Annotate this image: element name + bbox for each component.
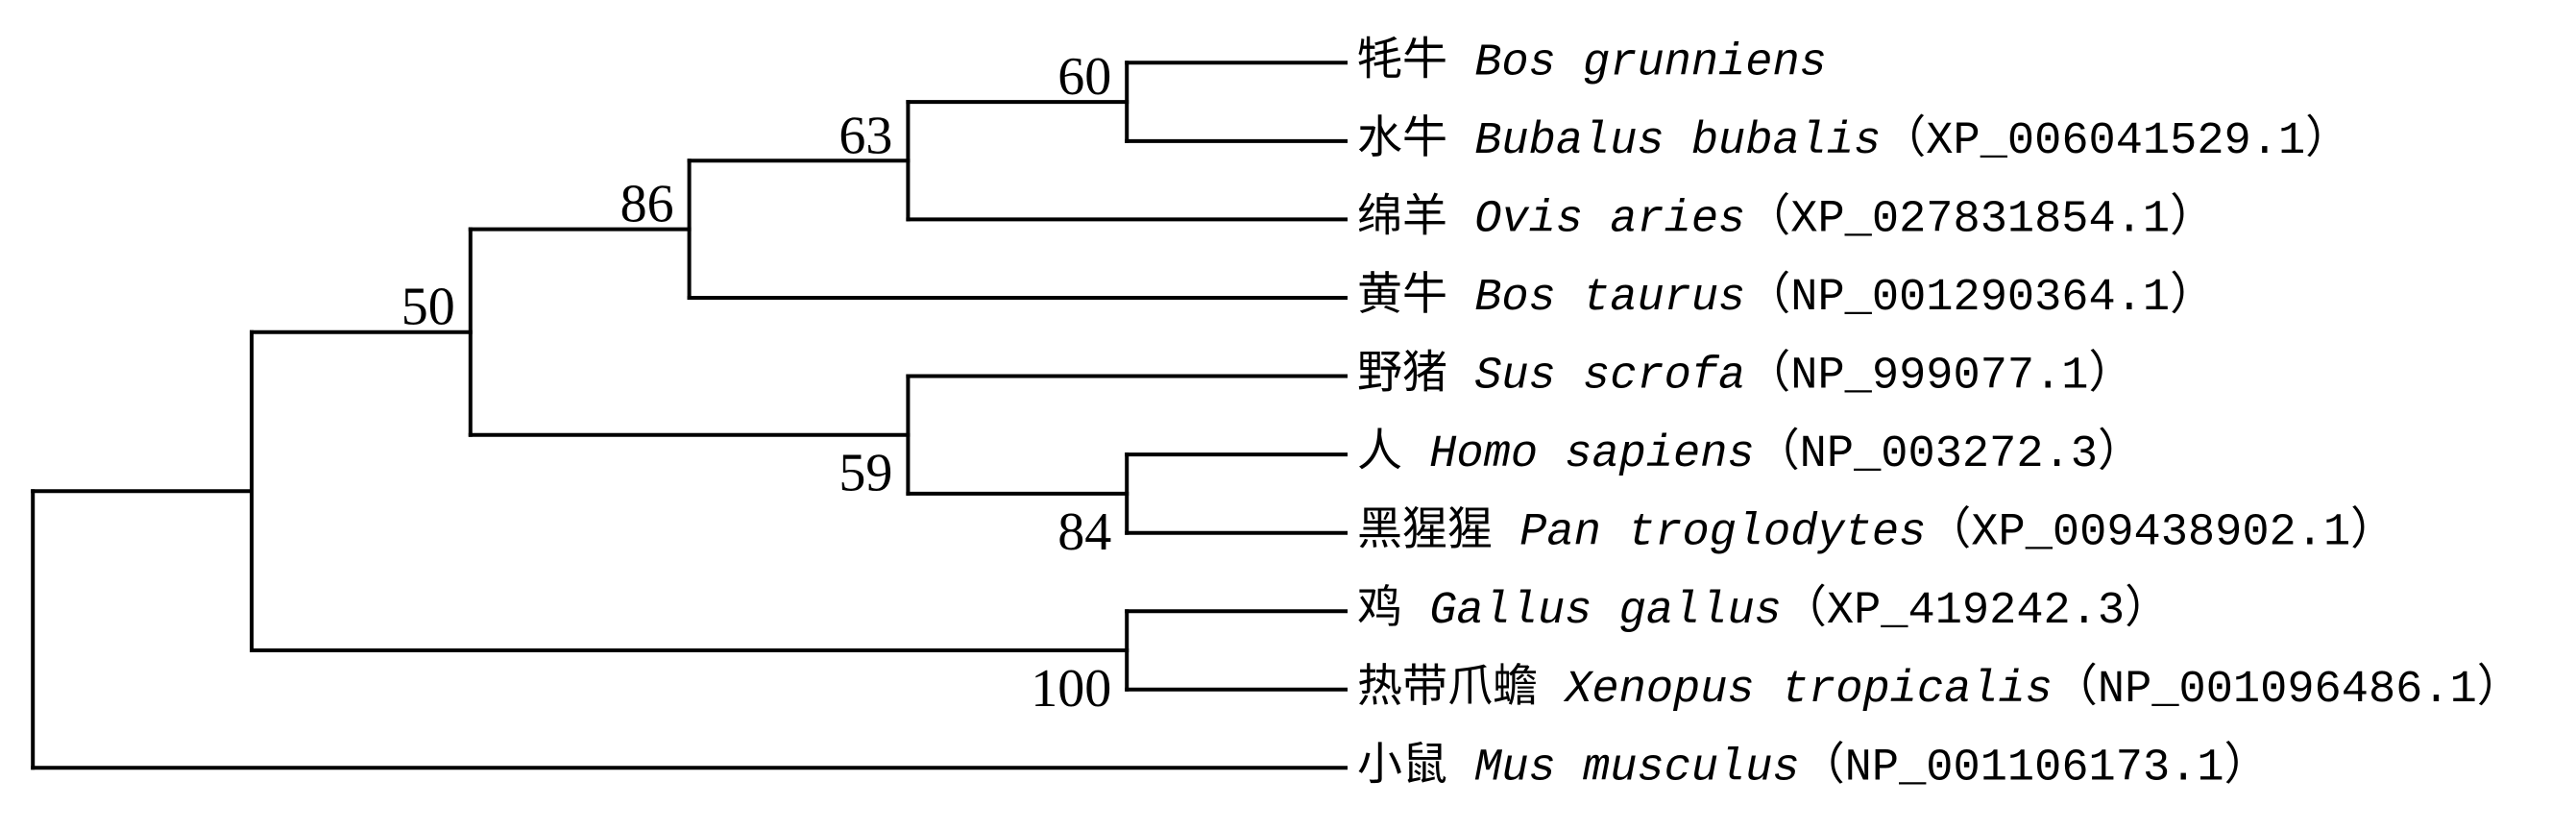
- accession-number: （NP_001106173.1）: [1800, 741, 2270, 793]
- accession-number: （NP_001290364.1）: [1745, 271, 2215, 324]
- tree-branches: [31, 61, 1348, 770]
- common-name: 黄牛: [1357, 271, 1447, 324]
- common-name: 热带爪蟾: [1357, 662, 1538, 715]
- scientific-name: Ovis aries: [1474, 194, 1745, 245]
- scientific-name: Mus musculus: [1474, 743, 1799, 793]
- leaf-label-pan-troglodytes: 黑猩猩 Pan troglodytes（XP_009438902.1）: [1357, 505, 2395, 558]
- scientific-name: Gallus gallus: [1429, 586, 1782, 637]
- bootstrap-value: 60: [1057, 47, 1111, 107]
- scientific-name: Homo sapiens: [1429, 429, 1754, 480]
- common-name: 牦牛: [1357, 36, 1447, 88]
- leaf-label-ovis-aries: 绵羊 Ovis aries（XP_027831854.1）: [1357, 192, 2215, 245]
- leaf-label-sus-scrofa: 野猪 Sus scrofa（NP_999077.1）: [1357, 349, 2134, 402]
- accession-number: （XP_419242.3）: [1782, 584, 2170, 637]
- common-name: 小鼠: [1357, 741, 1447, 793]
- scientific-name: Bos taurus: [1474, 273, 1745, 324]
- accession-number: （NP_001096486.1）: [2053, 662, 2522, 715]
- common-name: 黑猩猩: [1357, 505, 1493, 558]
- common-name: 野猪: [1357, 349, 1447, 402]
- scientific-name: Bubalus bubalis: [1474, 115, 1881, 166]
- leaf-label-xenopus-tropicalis: 热带爪蟾 Xenopus tropicalis（NP_001096486.1）: [1357, 662, 2522, 715]
- leaf-label-mus-musculus: 小鼠 Mus musculus（NP_001106173.1）: [1357, 741, 2270, 793]
- accession-number: （NP_999077.1）: [1745, 349, 2133, 402]
- common-name: 绵羊: [1357, 192, 1447, 245]
- leaf-label-bos-grunniens: 牦牛 Bos grunniens: [1357, 36, 1827, 88]
- accession-number: （XP_027831854.1）: [1745, 192, 2215, 245]
- bootstrap-value: 63: [838, 106, 892, 165]
- accession-number: （XP_006041529.1）: [1881, 113, 2350, 166]
- bootstrap-value: 50: [401, 278, 455, 337]
- accession-number: （NP_003272.3）: [1755, 427, 2143, 480]
- scientific-name: Xenopus tropicalis: [1563, 664, 2053, 715]
- leaf-label-gallus-gallus: 鸡 Gallus gallus（XP_419242.3）: [1357, 584, 2170, 637]
- scientific-name: Pan troglodytes: [1519, 507, 1926, 558]
- common-name: 人: [1357, 428, 1402, 480]
- bootstrap-value: 59: [838, 444, 892, 503]
- leaf-label-homo-sapiens: 人 Homo sapiens（NP_003272.3）: [1357, 427, 2143, 480]
- scientific-name: Bos grunniens: [1474, 37, 1827, 88]
- bootstrap-value: 84: [1057, 502, 1111, 562]
- bootstrap-value: 86: [620, 175, 674, 234]
- bootstrap-value: 100: [1031, 659, 1111, 719]
- common-name: 水牛: [1357, 113, 1447, 166]
- leaf-label-bos-taurus: 黄牛 Bos taurus（NP_001290364.1）: [1357, 271, 2215, 324]
- common-name: 鸡: [1357, 584, 1402, 637]
- scientific-name: Sus scrofa: [1474, 351, 1745, 402]
- bootstrap-labels: 60 63 86 84 59 50 100: [401, 47, 1111, 719]
- accession-number: （XP_009438902.1）: [1926, 505, 2395, 558]
- leaf-label-bubalus-bubalis: 水牛 Bubalus bubalis（XP_006041529.1）: [1357, 113, 2350, 166]
